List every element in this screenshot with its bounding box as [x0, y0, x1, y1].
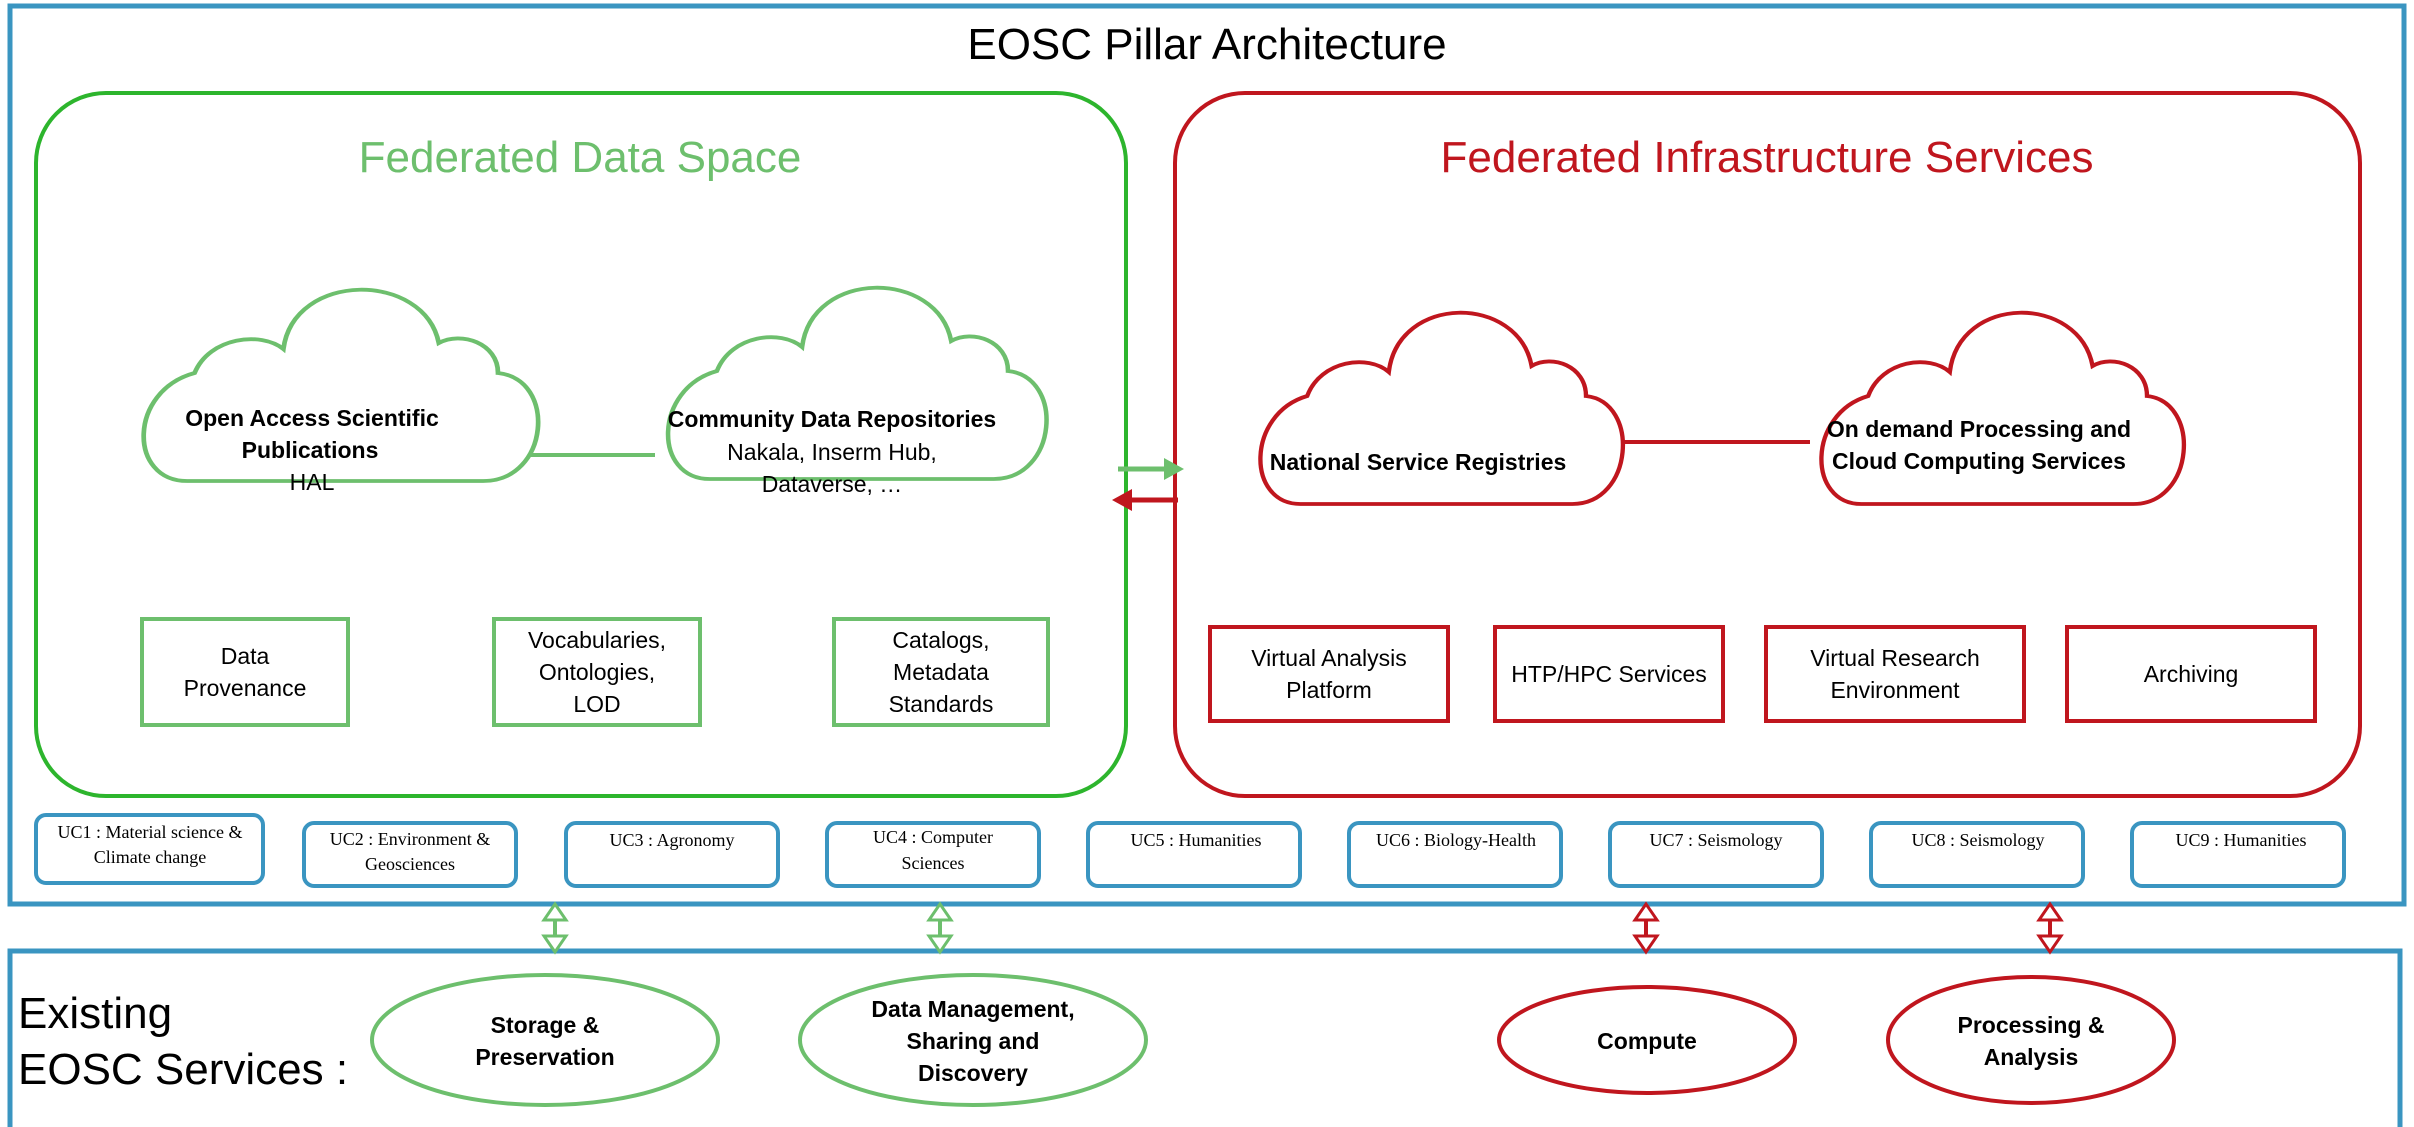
box-vre-line2: Environment — [1830, 677, 1960, 703]
cloud-repositories-line3: Dataverse, … — [762, 471, 903, 497]
double-arrow-data-management — [926, 901, 954, 955]
cloud-community-data-repositories: Community Data Repositories Nakala, Inse… — [668, 288, 1047, 497]
cloud-publications-line1: Open Access Scientific — [185, 405, 439, 431]
box-vocabularies-line2: Ontologies, — [539, 659, 655, 685]
box-vocabularies: Vocabularies, Ontologies, LOD — [492, 617, 702, 727]
double-arrow-processing — [2036, 901, 2064, 955]
box-vap-line2: Platform — [1286, 677, 1372, 703]
oval-storage-line2: Preservation — [475, 1044, 614, 1070]
box-archiving-line1: Archiving — [2144, 661, 2239, 687]
box-data-provenance-line2: Provenance — [184, 675, 307, 701]
oval-storage-preservation: Storage & Preservation — [370, 973, 720, 1107]
box-catalogs-line3: Standards — [889, 691, 994, 717]
uc9-line1: UC9 : Humanities — [2176, 830, 2307, 850]
uc3-box: UC3 : Agronomy — [564, 821, 780, 888]
existing-label-line1: Existing — [18, 989, 172, 1038]
cloud-repositories-line1: Community Data Repositories — [668, 406, 996, 432]
uc2-box: UC2 : Environment & Geosciences — [302, 821, 518, 888]
cloud-publications-line2: Publications — [242, 437, 379, 463]
existing-services-frame — [7, 948, 2403, 1127]
pillar-frame — [7, 3, 2407, 907]
uc7-box: UC7 : Seismology — [1608, 821, 1824, 888]
box-htp-line1: HTP/HPC Services — [1511, 661, 1707, 687]
uc5-line1: UC5 : Humanities — [1131, 830, 1262, 850]
oval-data-management: Data Management, Sharing and Discovery — [798, 973, 1148, 1107]
uc6-box: UC6 : Biology-Health — [1347, 821, 1563, 888]
cloud-repositories-line2: Nakala, Inserm Hub, — [727, 439, 937, 465]
uc4-line2: Sciences — [902, 853, 965, 873]
uc4-line1: UC4 : Computer — [873, 827, 993, 847]
cloud-publications-line3: HAL — [290, 469, 335, 495]
federated-data-space-panel — [34, 91, 1128, 798]
federated-infrastructure-title: Federated Infrastructure Services — [1441, 133, 2094, 182]
oval-data-mgmt-line2: Sharing and — [907, 1028, 1040, 1054]
page-title: EOSC Pillar Architecture — [967, 20, 1446, 69]
cloud-processing-line2: Cloud Computing Services — [1832, 448, 2126, 474]
oval-processing-line2: Analysis — [1984, 1044, 2079, 1070]
double-arrow-storage — [541, 901, 569, 955]
uc8-line1: UC8 : Seismology — [1911, 830, 2044, 850]
uc9-box: UC9 : Humanities — [2130, 821, 2346, 888]
box-htp-hpc-services: HTP/HPC Services — [1493, 625, 1725, 723]
box-vocabularies-line1: Vocabularies, — [528, 627, 666, 653]
box-vocabularies-line3: LOD — [573, 691, 620, 717]
oval-data-mgmt-line3: Discovery — [918, 1060, 1028, 1086]
uc4-box: UC4 : Computer Sciences — [825, 821, 1041, 888]
cloud-open-access-publications: Open Access Scientific Publications HAL — [144, 290, 538, 495]
box-vap-line1: Virtual Analysis — [1251, 645, 1407, 671]
arrow-data-to-infrastructure — [1118, 458, 1184, 480]
uc1-line1: UC1 : Material science & — [58, 822, 243, 842]
federated-infrastructure-panel — [1173, 91, 2362, 798]
box-catalogs-line2: Metadata — [893, 659, 989, 685]
uc1-box: UC1 : Material science & Climate change — [34, 813, 265, 885]
oval-compute: Compute — [1497, 985, 1797, 1095]
uc7-line1: UC7 : Seismology — [1649, 830, 1782, 850]
cloud-on-demand-processing: On demand Processing and Cloud Computing… — [1821, 313, 2183, 504]
uc8-box: UC8 : Seismology — [1869, 821, 2085, 888]
cloud-national-service-registries: National Service Registries — [1260, 313, 1622, 504]
uc6-line1: UC6 : Biology-Health — [1376, 830, 1536, 850]
double-arrow-compute — [1632, 901, 1660, 955]
oval-data-mgmt-line1: Data Management, — [871, 996, 1074, 1022]
box-catalogs-line1: Catalogs, — [892, 627, 989, 653]
box-catalogs: Catalogs, Metadata Standards — [832, 617, 1050, 727]
federated-data-space-title: Federated Data Space — [359, 133, 802, 182]
box-data-provenance: Data Provenance — [140, 617, 350, 727]
oval-processing-analysis: Processing & Analysis — [1886, 975, 2176, 1105]
box-data-provenance-line1: Data — [221, 643, 270, 669]
box-virtual-analysis-platform: Virtual Analysis Platform — [1208, 625, 1450, 723]
oval-processing-line1: Processing & — [1958, 1012, 2105, 1038]
uc5-box: UC5 : Humanities — [1086, 821, 1302, 888]
box-vre-line1: Virtual Research — [1810, 645, 1980, 671]
uc2-line2: Geosciences — [365, 854, 455, 874]
uc1-line2: Climate change — [94, 847, 206, 867]
uc2-line1: UC2 : Environment & — [330, 829, 491, 849]
existing-label-line2: EOSC Services : — [18, 1045, 348, 1094]
cloud-processing-line1: On demand Processing and — [1827, 416, 2131, 442]
oval-storage-line1: Storage & — [491, 1012, 600, 1038]
arrow-infrastructure-to-data — [1112, 489, 1178, 511]
uc3-line1: UC3 : Agronomy — [609, 830, 734, 850]
cloud-registries-line1: National Service Registries — [1270, 449, 1567, 475]
oval-compute-line1: Compute — [1597, 1028, 1697, 1054]
box-archiving: Archiving — [2065, 625, 2317, 723]
box-virtual-research-environment: Virtual Research Environment — [1764, 625, 2026, 723]
